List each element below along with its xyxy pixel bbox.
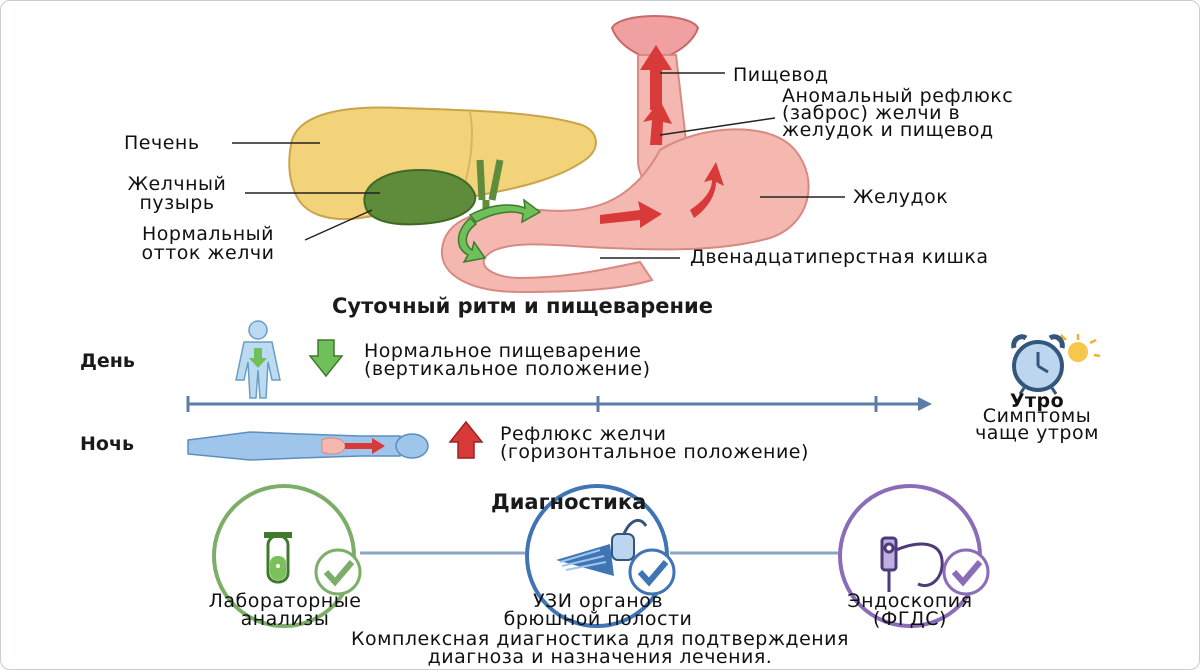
label-stomach: Желудок bbox=[853, 186, 949, 208]
endoscope-icon bbox=[880, 536, 944, 592]
diag-label-line: (ФГДС) bbox=[873, 608, 947, 630]
check-icon bbox=[637, 560, 669, 587]
label-esophagus: Пищевод bbox=[733, 64, 829, 86]
label-reflux-line: (заброс) желчи в bbox=[782, 102, 961, 124]
diag-label-ultrasound: УЗИ органов брюшной полости bbox=[482, 590, 714, 630]
diag-label-line: Лабораторные bbox=[208, 590, 362, 612]
timeline bbox=[186, 396, 920, 412]
lying-stomach-icon bbox=[321, 437, 346, 455]
morning-label: Утро bbox=[1009, 390, 1065, 412]
footer-line: диагноза и назначения лечения. bbox=[427, 646, 773, 668]
day-text-line: Нормальное пищеварение bbox=[364, 340, 642, 362]
timeline-arrowhead bbox=[918, 397, 932, 411]
diagnostics-footer: Комплексная диагностика для подтверждени… bbox=[210, 628, 990, 668]
label-gallbladder-line: Желчный bbox=[127, 173, 227, 195]
diag-label-line: Эндоскопия bbox=[847, 590, 973, 612]
night-text-line: Рефлюкс желчи bbox=[500, 423, 667, 445]
label-gallbladder-line: пузырь bbox=[139, 192, 215, 214]
person-down-arrow bbox=[249, 348, 267, 368]
diag-label-line: УЗИ органов bbox=[532, 590, 664, 612]
normal-flow-arrows bbox=[457, 198, 542, 264]
diagnostic-endoscopy bbox=[838, 484, 990, 628]
lying-reflux-arrow bbox=[345, 438, 385, 454]
label-reflux-line: Аномальный рефлюкс bbox=[782, 85, 1014, 107]
diagnostic-ultrasound bbox=[525, 484, 676, 628]
row-label-day: День bbox=[80, 350, 135, 372]
diagnostics-title: Диагностика bbox=[491, 490, 647, 514]
leader-lines bbox=[232, 72, 845, 259]
ultrasound-icon bbox=[556, 518, 648, 576]
morning-text-line: чаще утром bbox=[975, 422, 1099, 444]
day-text-line: (вертикальное положение) bbox=[364, 358, 651, 380]
check-icon bbox=[323, 560, 355, 587]
reflux-arrows bbox=[600, 45, 724, 228]
row-label-night: Ночь bbox=[80, 433, 135, 455]
label-reflux-line: желудок и пищевод bbox=[782, 119, 994, 141]
standing-person-icon bbox=[235, 320, 281, 399]
alarm-clock-icon bbox=[1011, 334, 1101, 395]
morning-text: Симптомы чаще утром bbox=[944, 405, 1130, 444]
label-duodenum: Двенадцатиперстная кишка bbox=[690, 246, 989, 268]
gallbladder-shape bbox=[363, 168, 477, 226]
diag-label-line: анализы bbox=[240, 608, 330, 630]
label-normal-flow-line: Нормальный bbox=[141, 223, 275, 245]
rhythm-title: Суточный ритм и пищеварение bbox=[332, 294, 713, 318]
label-gallbladder: Желчный пузырь bbox=[108, 175, 246, 213]
label-normal-flow-line: отток желчи bbox=[141, 242, 275, 264]
sun-icon bbox=[1060, 334, 1101, 358]
up-arrow-icon bbox=[448, 420, 484, 459]
day-text: Нормальное пищеварение (вертикальное пол… bbox=[364, 340, 651, 380]
mouth-shape bbox=[610, 15, 700, 62]
diag-label-line: брюшной полости bbox=[503, 608, 693, 630]
down-arrow-icon bbox=[308, 339, 344, 378]
footer-line: Комплексная диагностика для подтверждени… bbox=[351, 628, 849, 650]
check-icon bbox=[951, 560, 983, 587]
morning-text-line: Симптомы bbox=[982, 405, 1092, 427]
label-reflux: Аномальный рефлюкс (заброс) желчи в желу… bbox=[782, 85, 1014, 141]
diag-label-endoscopy: Эндоскопия (ФГДС) bbox=[800, 590, 1020, 630]
night-text: Рефлюкс желчи (горизонтальное положение) bbox=[500, 423, 809, 463]
test-tube-icon bbox=[264, 532, 292, 584]
label-normal-flow: Нормальный отток желчи bbox=[112, 225, 304, 263]
diagnostic-lab bbox=[212, 484, 362, 628]
night-text-line: (горизонтальное положение) bbox=[500, 441, 809, 463]
label-liver: Печень bbox=[124, 132, 200, 154]
lying-person-icon bbox=[187, 431, 429, 461]
diag-label-lab: Лабораторные анализы bbox=[170, 590, 400, 630]
